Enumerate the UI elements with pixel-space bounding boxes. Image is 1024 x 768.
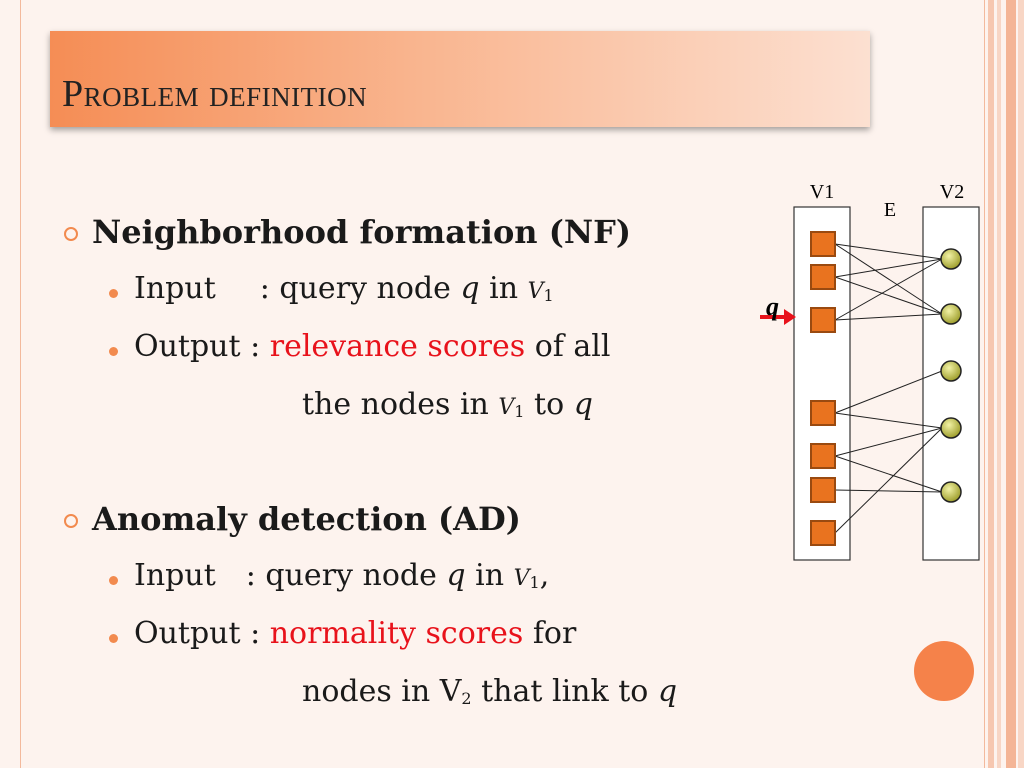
graph-edge [834,243,943,260]
ad-input-end: , [539,558,550,593]
edge-stripe [1018,0,1024,768]
v2-node-circle-icon [940,417,962,439]
nf-cont-v: V [498,395,515,420]
nf-input-in: in [479,271,528,306]
nf-cont-sub: 1 [514,402,525,421]
ad-input-sub: 1 [529,573,540,592]
v1-node-square-icon [810,264,836,290]
nf-input-label: Input [134,271,216,306]
bullet-icon [64,514,78,528]
nf-input-sub: 1 [543,286,554,305]
nf-output-label: Output : [134,329,270,364]
sub-bullet-icon [109,634,118,643]
graph-edge [834,313,943,321]
nf-cont-text: the nodes in [302,387,499,422]
graph-edge [834,427,943,457]
edge-stripe [1006,0,1016,768]
graph-edge [834,276,943,315]
edge-group [834,243,943,534]
v2-node-circle-icon [940,303,962,325]
v1-node-square-icon [810,400,836,426]
nf-output-rest: of all [525,329,611,364]
ad-input-q: q [446,558,466,593]
sub-bullet-icon [109,289,118,298]
nf-cont-to: to [524,387,574,422]
edge-stripe [988,0,994,768]
ad-input-v: V [513,566,530,591]
ad-input-label: Input [134,558,216,593]
nf-output-line: Output : relevance scores of all [134,329,611,364]
ad-output-line: Output : normality scores for [134,616,576,651]
ad-output-label: Output : [134,616,270,651]
v2-label: V2 [940,181,964,203]
nf-input-line: Input : query node q in V1 [134,271,554,306]
title-bar [50,31,870,127]
sub-bullet-icon [109,576,118,585]
slide-title: Problem definition [62,73,368,115]
v1-node-square-icon [810,307,836,333]
v1-node-square-icon [810,520,836,546]
graph-edge [834,258,943,278]
ad-output-red: normality scores [269,616,524,651]
ad-output-cont: nodes in V2 that link to q [302,674,677,709]
v1-nodes [810,231,836,546]
bullet-icon [64,227,78,241]
edge-stripe [997,0,1001,768]
nf-heading: Neighborhood formation (NF) [92,213,631,251]
edge-set-label: E [884,199,896,221]
ad-input-sep: : query node [245,558,447,593]
query-arrow-head [784,309,796,325]
ad-input-in: in [465,558,514,593]
nf-output-red: relevance scores [269,329,526,364]
graph-edge [834,412,943,429]
ad-heading: Anomaly detection (AD) [92,500,521,538]
nf-input-sep: : query node [259,271,461,306]
v1-node-square-icon [810,443,836,469]
v2-node-circle-icon [940,360,962,382]
decorative-circle [914,641,974,701]
ad-input-line: Input : query node q in V1, [134,558,549,593]
query-label: q [766,292,779,321]
v2-node-circle-icon [940,248,962,270]
v1-label: V1 [810,181,834,203]
v1-node-square-icon [810,231,836,257]
v2-nodes [940,248,962,503]
ad-cont-sub: 2 [461,689,472,708]
bipartite-graph: V1 V2 E q [760,181,980,561]
nf-input-v: V [527,279,544,304]
slide-frame [20,0,985,768]
ad-cont-rest: that link to [471,674,658,709]
graph-edge [834,258,943,321]
sub-bullet-icon [109,347,118,356]
nf-output-cont: the nodes in V1 to q [302,387,593,422]
nf-cont-q: q [573,387,593,422]
graph-edge [834,455,943,493]
v1-node-square-icon [810,477,836,503]
ad-cont-q: q [657,674,678,709]
graph-edge [834,489,943,493]
v1-box [793,206,851,561]
v2-node-circle-icon [940,481,962,503]
graph-edge [834,370,943,414]
graph-edge [834,243,943,315]
nf-input-q: q [460,271,480,306]
ad-cont-text: nodes in V [302,674,462,709]
graph-edge [834,427,943,534]
ad-output-rest: for [523,616,577,651]
